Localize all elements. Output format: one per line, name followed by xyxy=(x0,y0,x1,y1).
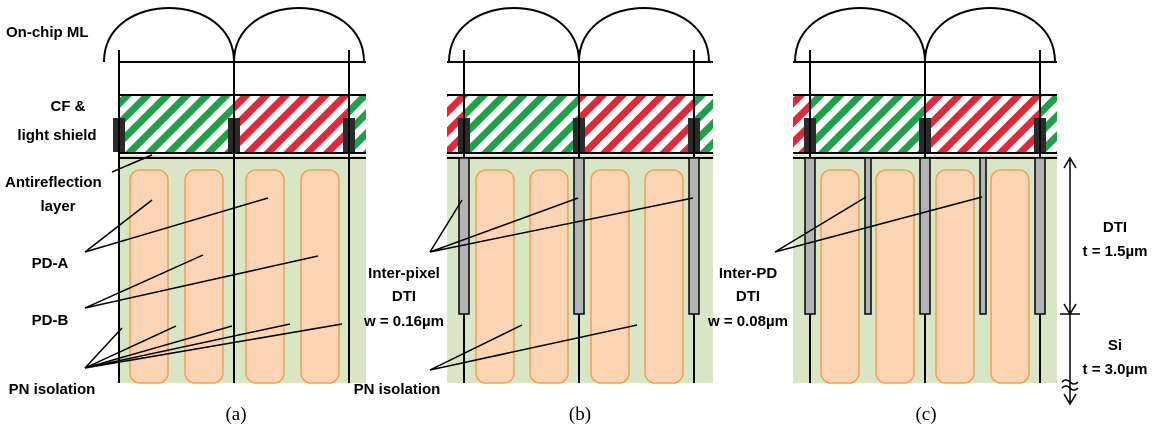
antireflection-label: layer xyxy=(40,198,75,215)
dti-depth-label: DTI xyxy=(1103,219,1127,236)
inter-pd-dti-trench xyxy=(864,157,872,315)
color-filter xyxy=(447,95,713,153)
caption-b: (b) xyxy=(569,404,591,425)
on-chip-ml-label: On-chip ML xyxy=(6,24,89,41)
cf-label: light shield xyxy=(17,127,96,144)
leader-lines xyxy=(84,154,343,369)
caption-a: (a) xyxy=(225,404,246,425)
inter-pixel-dti-trench xyxy=(804,157,816,315)
panel-a: (a) xyxy=(84,7,366,425)
leader-lines xyxy=(429,197,694,371)
filter-red xyxy=(579,95,695,153)
inter-pixel-dti-trench xyxy=(919,157,931,315)
panel-c: (c) xyxy=(774,7,1057,425)
color-filter xyxy=(118,95,366,153)
microlenses xyxy=(794,7,1056,63)
break-mark xyxy=(1061,379,1079,385)
filter-red xyxy=(234,95,350,153)
filter-green xyxy=(810,95,925,153)
microlens xyxy=(448,7,580,63)
pd-a-label: PD-A xyxy=(32,255,69,272)
pn-isolation-label: PN isolation xyxy=(354,381,441,398)
photodiode-a xyxy=(129,169,169,384)
photodiode-b xyxy=(644,169,684,384)
microlens xyxy=(233,7,365,63)
photodiode-a xyxy=(820,169,860,384)
antireflection-label: Antireflection xyxy=(5,174,102,191)
inter-pd-dti-trench xyxy=(979,157,987,315)
dti-depth-value: t = 1.5µm xyxy=(1083,243,1148,260)
photodiode-b xyxy=(184,169,224,384)
inter-pd-dti-label: DTI xyxy=(736,288,760,305)
color-filter xyxy=(793,95,1057,153)
inter-pixel-width-label: w = 0.16µm xyxy=(363,313,444,330)
filter-green xyxy=(120,95,234,153)
photodiode-a xyxy=(935,169,975,384)
inter-pixel-dti-trench xyxy=(1034,157,1046,315)
pd-b-label: PD-B xyxy=(32,312,69,329)
break-mark xyxy=(1061,385,1079,391)
microlens xyxy=(924,7,1056,63)
filter-red xyxy=(925,95,1040,153)
photodiode-a xyxy=(590,169,630,384)
pixel-boundaries xyxy=(118,50,350,383)
pn-isolation-label: PN isolation xyxy=(9,381,96,398)
panel-b: (b) xyxy=(429,7,713,425)
photodiode-b xyxy=(990,169,1030,384)
leader-lines xyxy=(774,196,983,253)
inter-pd-dti-label: Inter-PD xyxy=(719,265,778,282)
si-depth-label: Si xyxy=(1108,337,1122,354)
photodiode-b xyxy=(300,169,340,384)
microlens xyxy=(103,7,235,63)
photodiodes xyxy=(475,169,684,384)
photodiode-a xyxy=(475,169,515,384)
inter-pixel-dti-label: DTI xyxy=(392,288,416,305)
photodiode-b xyxy=(529,169,569,384)
inter-pixel-dti xyxy=(458,157,700,315)
inter-pixel-dti-label: Inter-pixel xyxy=(368,265,440,282)
filter-green xyxy=(464,95,579,153)
dimension-markers xyxy=(1060,156,1080,406)
dti-trenches xyxy=(804,157,1046,315)
microlens xyxy=(578,7,710,63)
photodiode-b xyxy=(875,169,915,384)
microlenses xyxy=(448,7,710,63)
dti-trench xyxy=(458,157,470,315)
dti-trench xyxy=(573,157,585,315)
microlens xyxy=(794,7,926,63)
photodiode-a xyxy=(245,169,285,384)
cf-label: CF & xyxy=(51,98,86,115)
inter-pd-width-label: w = 0.08µm xyxy=(707,313,788,330)
caption-c: (c) xyxy=(915,404,936,425)
dti-trench xyxy=(688,157,700,315)
labels: On-chip ML CF & light shield Antireflect… xyxy=(5,24,1147,398)
si-depth-value: t = 3.0µm xyxy=(1083,361,1148,378)
microlenses xyxy=(103,7,365,63)
